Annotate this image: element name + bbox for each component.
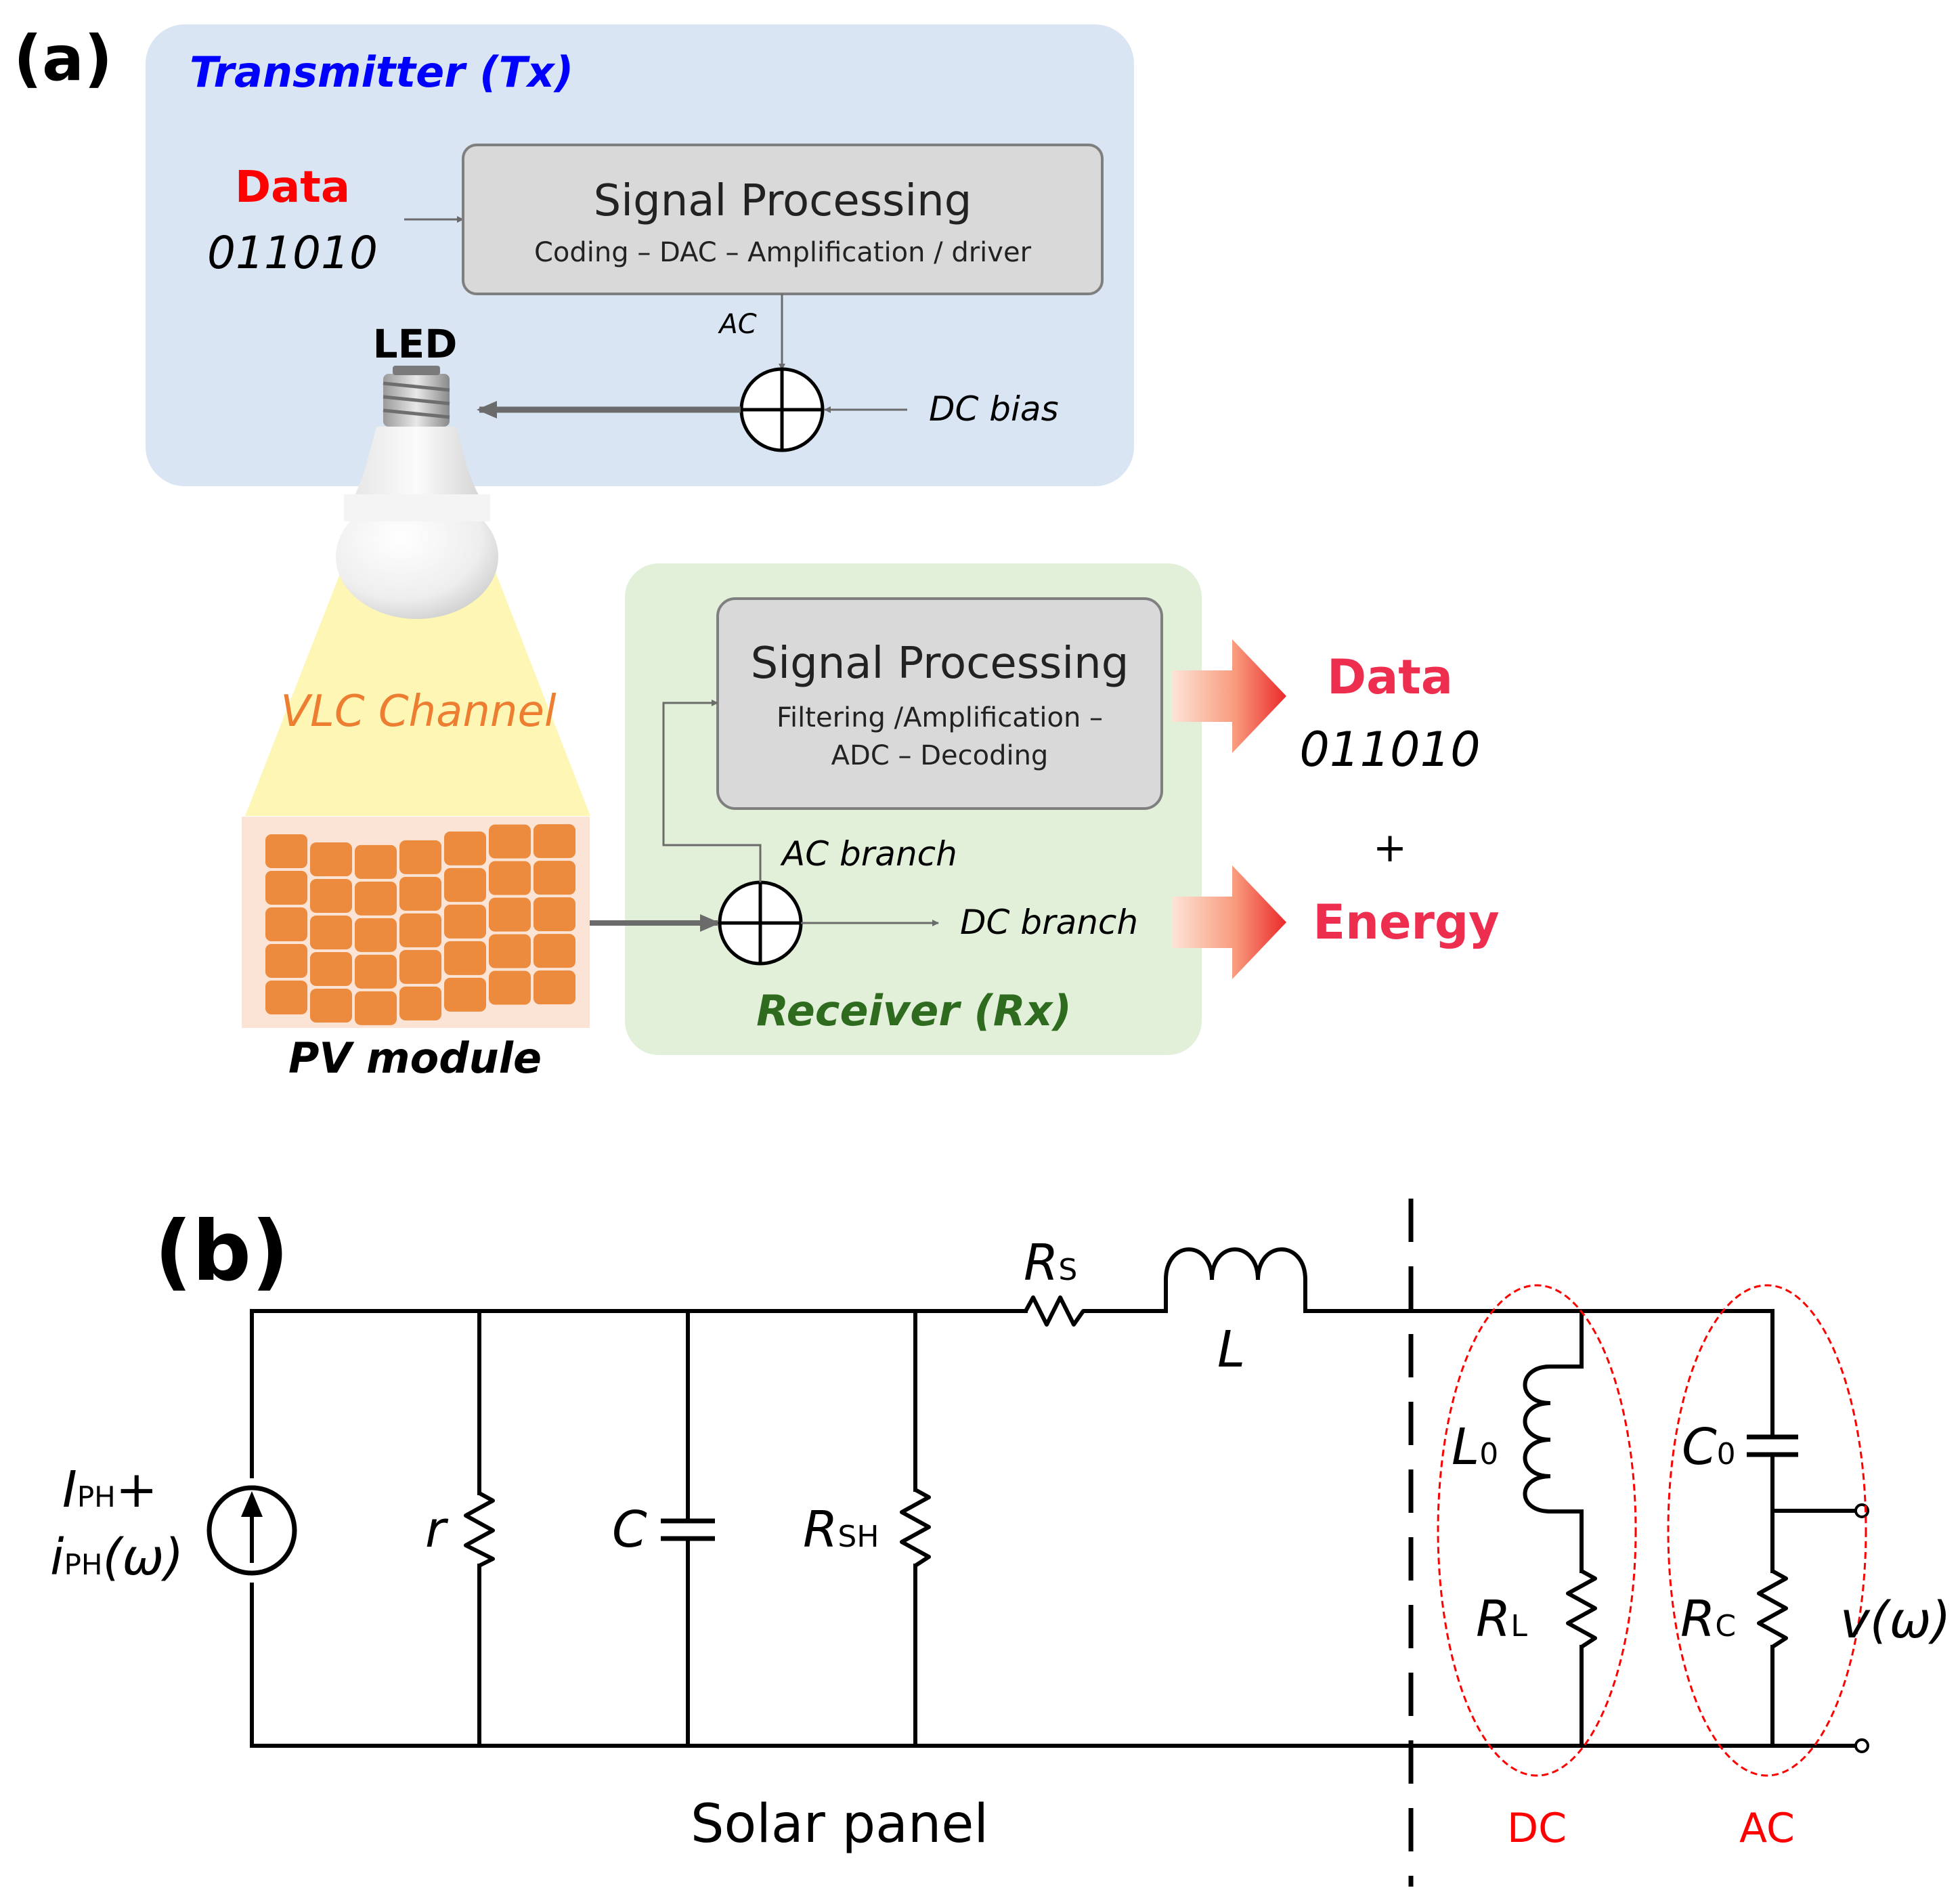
pv-cell [265,981,307,1014]
pv-cell [533,861,575,895]
current-source-icon [206,1485,297,1576]
v-omega-label: v(ω) [1840,1591,1951,1650]
r-label: r [425,1501,449,1559]
rx-data-label: Data [1327,649,1453,705]
pv-cell [399,986,441,1021]
pv-cell [444,904,486,939]
vlc-channel-cone [245,569,590,816]
led-label: LED [373,321,458,367]
pv-cell [444,867,486,902]
led-bulb-icon [336,366,498,619]
pv-module-label: PV module [288,1033,542,1083]
rx-sp-subtitle-1: Filtering /Amplification – [777,702,1103,733]
inductor-l [1164,1247,1307,1311]
pv-cell [444,941,486,975]
pv-cell [310,916,352,950]
source-label-line1: IPH+ [62,1461,158,1519]
pv-cell [310,842,352,877]
resistor-rc [1757,1569,1788,1649]
pv-cell [489,861,531,895]
dc-bias-label: DC bias [929,389,1059,429]
pv-cell [489,897,531,932]
output-terminal-bottom [1854,1738,1869,1753]
pv-cell [533,970,575,1005]
tx-sp-title: Signal Processing [594,176,972,226]
tx-ac-label: AC [717,309,756,340]
tx-sp-subtitle: Coding – DAC – Amplification / driver [534,237,1032,268]
energy-output-arrow [1173,865,1286,979]
rx-sp-title: Signal Processing [751,639,1129,689]
pv-cell [399,840,441,874]
pv-cell [310,952,352,987]
pv-cell [355,881,397,916]
pv-cell [265,944,307,978]
c-label: C [612,1501,647,1559]
dc-tag: DC [1507,1805,1567,1852]
pv-cell [265,907,307,941]
ac-branch-path [662,700,762,882]
dc-group-ellipse [1437,1284,1637,1777]
ac-branch-label: AC branch [780,834,957,874]
pv-cell [265,834,307,868]
pv-cell [533,824,575,859]
rx-summing-junction [718,880,803,966]
pv-cell [489,970,531,1005]
c0-label: C0 [1682,1418,1736,1476]
l-label: L [1217,1320,1245,1379]
source-label-line2: iPH(ω) [50,1528,183,1587]
dc-branch-label: DC branch [960,903,1138,942]
capacitor-c0 [1747,1434,1798,1457]
vlc-channel-label: VLC Channel [280,687,556,737]
pv-cell [310,989,352,1023]
transmitter-title: Transmitter (Tx) [190,47,573,97]
receiver-title: Receiver (Rx) [756,986,1072,1035]
pv-cell [355,991,397,1025]
pv-cell [444,831,486,865]
data-output-arrow [1173,639,1286,753]
pv-cell [399,876,441,911]
energy-label: Energy [1313,895,1499,950]
pv-cell [489,934,531,968]
tx-data-label: Data [235,163,350,213]
rsh-label: RSH [803,1501,879,1559]
panel-a-label: (a) [14,22,112,95]
pv-cell [444,977,486,1012]
l0-label: L0 [1452,1418,1498,1476]
pv-cell [355,954,397,989]
capacitor-c [661,1518,715,1541]
rc-label: RC [1680,1590,1736,1648]
resistor-rsh [900,1488,931,1568]
tx-data-bits: 011010 [207,227,378,279]
pv-cell [399,949,441,984]
ac-group-ellipse [1667,1284,1867,1777]
rs-label: RS [1024,1234,1077,1292]
inductor-l0 [1523,1365,1582,1513]
circuit-wires [250,1309,1857,1748]
panel-b-label: (b) [154,1203,289,1300]
ac-tag: AC [1739,1805,1795,1852]
resistor-rl [1566,1569,1597,1649]
resistor-r [464,1491,495,1568]
pv-cell [355,844,397,879]
resistor-rs [1024,1295,1090,1327]
tx-summing-junction [739,367,825,452]
pv-cell [533,897,575,932]
pv-cell [265,871,307,905]
pv-cell [533,934,575,968]
pv-module-icon [265,824,575,1025]
pv-cell [489,824,531,859]
rx-sp-subtitle-2: ADC – Decoding [831,740,1049,771]
rl-label: RL [1476,1590,1527,1648]
pv-cell [399,913,441,947]
rx-data-bits: 011010 [1299,722,1480,777]
plus-sign: + [1373,824,1407,872]
solar-panel-label: Solar panel [691,1794,988,1855]
pv-cell [355,918,397,952]
pv-cell [310,879,352,914]
